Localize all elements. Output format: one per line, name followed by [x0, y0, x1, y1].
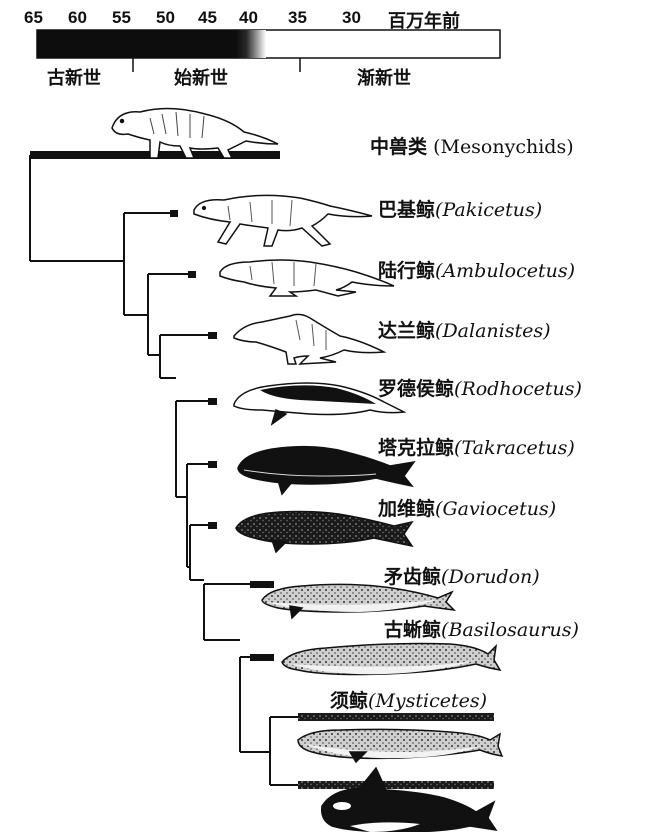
- taxon-latin-text: Ambulocetus: [442, 260, 568, 282]
- tick-45: 45: [198, 8, 217, 27]
- tree-branches: [29, 155, 298, 786]
- taxon-latin-text: Pakicetus: [442, 199, 535, 221]
- taxon-cn: 须鲸: [330, 690, 369, 712]
- taxon-cn: 罗德侯鲸: [378, 378, 455, 400]
- taxon-latin: (Takracetus): [454, 437, 575, 459]
- label-gaviocetus: 加维鲸(Gaviocetus): [378, 494, 556, 521]
- label-mesonychids: 中兽类 (Mesonychids): [370, 132, 574, 159]
- tick-50: 50: [156, 8, 175, 27]
- taxon-latin: (Gaviocetus): [435, 498, 557, 520]
- basilosaurus-icon: [281, 642, 502, 676]
- pakicetus-icon: [193, 194, 373, 247]
- label-mysticetes: 须鲸(Mysticetes): [330, 686, 487, 713]
- taxon-cn: 塔克拉鲸: [378, 437, 455, 459]
- taxon-latin: (Pakicetus): [435, 199, 543, 221]
- taxon-latin: (Dalanistes): [435, 320, 551, 342]
- time-bar: [36, 29, 501, 59]
- tick-30: 30: [342, 8, 361, 27]
- label-takracetus: 塔克拉鲸(Takracetus): [378, 433, 575, 460]
- taxon-latin-text: Rodhocetus: [461, 378, 575, 400]
- orca-icon: [320, 766, 498, 832]
- label-pakicetus: 巴基鲸(Pakicetus): [378, 195, 542, 222]
- taxon-latin-text: Mysticetes: [375, 690, 480, 712]
- label-rodhocetus: 罗德侯鲸(Rodhocetus): [378, 374, 582, 401]
- epoch-paleocene: 古新世: [47, 68, 101, 89]
- taxon-cn: 达兰鲸: [378, 320, 436, 342]
- label-dalanistes: 达兰鲸(Dalanistes): [378, 316, 551, 343]
- taxon-latin: (Basilosaurus): [441, 619, 579, 641]
- epoch-eocene: 始新世: [174, 68, 228, 89]
- tick-35: 35: [288, 8, 307, 27]
- label-dorudon: 矛齿鲸(Dorudon): [384, 562, 540, 589]
- baleen-whale-icon: [297, 728, 504, 764]
- dorudon-icon: [261, 583, 457, 620]
- taxon-cn: 古蜥鲸: [384, 619, 442, 641]
- tick-60: 60: [68, 8, 87, 27]
- label-basilosaurus: 古蜥鲸(Basilosaurus): [384, 615, 579, 642]
- taxon-cn: 矛齿鲸: [384, 566, 442, 588]
- ambulocetus-icon: [219, 259, 395, 297]
- time-unit-label: 百万年前: [388, 11, 460, 32]
- epoch-dividers: [132, 58, 301, 72]
- taxon-latin: (Dorudon): [441, 566, 540, 588]
- taxon-latin-text: Mesonychids: [440, 136, 567, 158]
- taxon-latin-text: Takracetus: [461, 437, 568, 459]
- epoch-oligocene: 渐新世: [357, 68, 411, 89]
- taxon-latin: (Mysticetes): [368, 690, 488, 712]
- tick-65: 65: [24, 8, 43, 27]
- takracetus-icon: [237, 445, 416, 496]
- taxon-latin-text: Gaviocetus: [442, 498, 549, 520]
- gaviocetus-icon: [235, 510, 414, 554]
- dalanistes-icon: [233, 313, 387, 365]
- rodhocetus-icon: [233, 382, 407, 426]
- taxon-cn: 陆行鲸: [378, 260, 436, 282]
- taxon-cn: 加维鲸: [378, 498, 436, 520]
- taxon-latin: (Rodhocetus): [454, 378, 582, 400]
- taxon-cn: 巴基鲸: [378, 199, 436, 221]
- taxon-latin: (Ambulocetus): [435, 260, 576, 282]
- tick-55: 55: [112, 8, 131, 27]
- label-ambulocetus: 陆行鲸(Ambulocetus): [378, 256, 575, 283]
- taxon-latin-text: Dalanistes: [442, 320, 544, 342]
- tick-40: 40: [239, 8, 258, 27]
- taxon-latin-text: Dorudon: [448, 566, 533, 588]
- mesonychid-icon: [111, 107, 279, 159]
- taxon-latin-text: Basilosaurus: [448, 619, 572, 641]
- taxon-cn: 中兽类: [370, 136, 428, 158]
- taxon-latin: (Mesonychids): [433, 136, 574, 158]
